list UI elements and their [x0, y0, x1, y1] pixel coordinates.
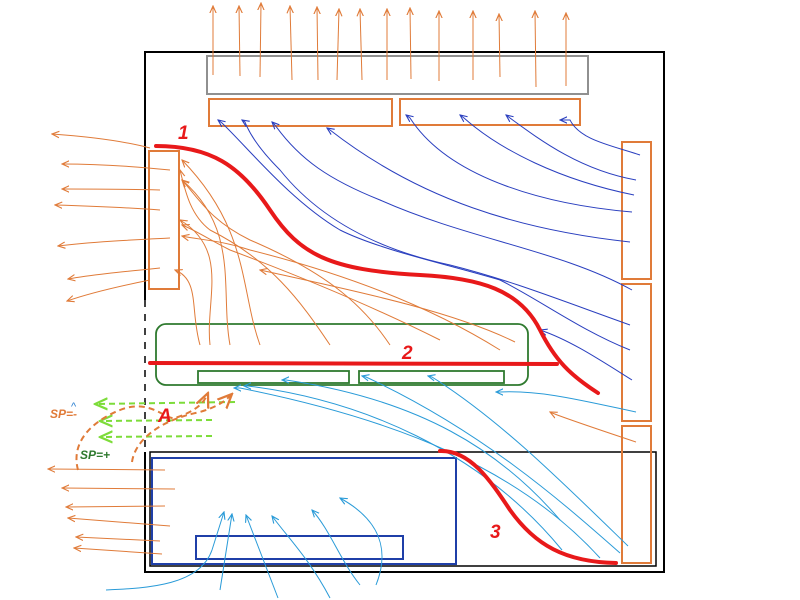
label-curve-2: 2 [401, 343, 413, 364]
lower-room-inner-wall [149, 451, 657, 567]
upper-room-wall [144, 51, 665, 573]
exhaust-arrows [213, 3, 566, 88]
green-unit-slot-right [358, 370, 505, 384]
red-curves [148, 144, 618, 565]
label-caret: ^ [71, 401, 77, 413]
label-curve-1: 1 [178, 123, 189, 144]
blue-unit-housing [151, 457, 457, 565]
supply-streamlines-light [105, 376, 637, 599]
green-unit-slot-left [197, 370, 350, 384]
return-streamlines [48, 134, 637, 555]
green-unit-housing [155, 323, 529, 386]
wall-diffuser-right-2 [621, 283, 652, 422]
blue-unit [151, 457, 457, 565]
red-curve-3 [438, 448, 618, 565]
wall-diffuser-right-1 [621, 141, 652, 280]
return-grille-right [399, 98, 581, 126]
supply-streamlines-dark [218, 115, 641, 381]
label-curve-3: 3 [490, 522, 501, 543]
wall-diffuser-right-3 [621, 425, 652, 564]
return-grille-left [208, 98, 393, 127]
green-unit [155, 323, 529, 386]
red-curve-1 [154, 144, 600, 395]
blue-unit-inlet [195, 535, 404, 560]
infiltration-path [75, 393, 232, 471]
label-point-a: A [157, 406, 172, 427]
transfer-arrows [95, 402, 236, 437]
room-walls [144, 51, 665, 573]
exhaust-hood [206, 55, 589, 95]
red-curve-2 [148, 361, 559, 366]
label-sp-positive: SP=+ [80, 448, 110, 462]
label-sp-negative: SP=- [50, 407, 77, 421]
